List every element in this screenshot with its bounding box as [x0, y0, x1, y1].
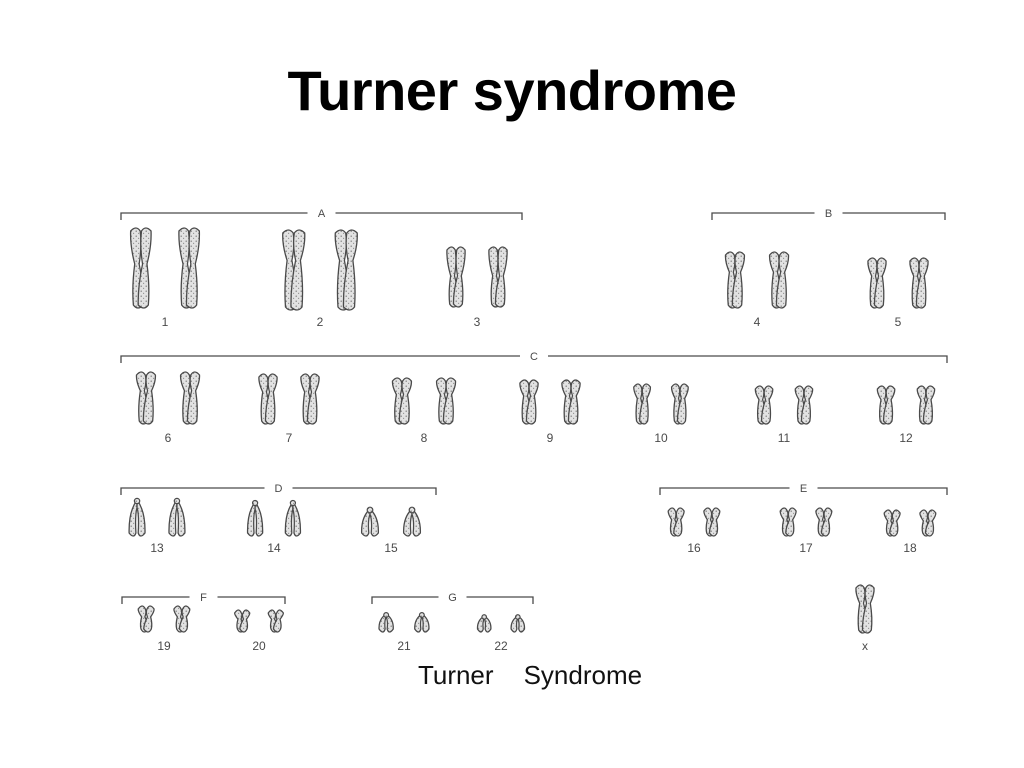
chromosome-label-5: 5 [895, 315, 902, 329]
chromosome-label-17: 17 [799, 541, 813, 555]
chromosome-2 [282, 229, 358, 311]
slide-title: Turner syndrome [287, 59, 737, 122]
chromosome-label-19: 19 [157, 639, 171, 653]
chromosome-label-12: 12 [899, 431, 913, 445]
chromosome-label-10: 10 [654, 431, 668, 445]
chromosome-label-21: 21 [397, 639, 411, 653]
chromosome-label-20: 20 [252, 639, 266, 653]
chromosome-label-4: 4 [754, 315, 761, 329]
chromosome-12 [876, 385, 936, 425]
chromosome-8 [391, 377, 457, 425]
chromosome-7 [258, 373, 320, 425]
group-label-e: E [800, 483, 807, 495]
chromosome-label-14: 14 [267, 541, 281, 555]
group-bracket-a: A [120, 208, 523, 220]
chromosome-label-2: 2 [317, 315, 324, 329]
chromosome-20 [234, 609, 284, 633]
chromosome-label-11: 11 [778, 431, 791, 445]
chromosome-4 [724, 251, 790, 309]
chromosome-16 [667, 507, 721, 537]
chromosome-10 [633, 383, 689, 425]
chromosome-label-18: 18 [903, 541, 917, 555]
chromosome-label-13: 13 [150, 541, 164, 555]
chromosome-label-3: 3 [474, 315, 481, 329]
chromosome-6 [135, 371, 201, 425]
chromosome-label-7: 7 [286, 431, 293, 445]
chromosome-22 [476, 614, 526, 633]
chromosome-label-9: 9 [547, 431, 554, 445]
group-label-g: G [448, 592, 457, 604]
chromosome-5 [867, 257, 929, 309]
group-label-f: F [200, 592, 207, 604]
chromosome-label-1: 1 [162, 315, 169, 329]
chromosome-15 [360, 506, 422, 537]
group-label-c: C [530, 351, 538, 363]
figure-caption: Turner Syndrome [360, 660, 700, 691]
caption-word-turner: Turner [417, 660, 494, 690]
chromosome-3 [446, 246, 508, 308]
chromosome-21 [378, 612, 430, 633]
chromosome-x [855, 584, 875, 634]
chromosome-label-x: x [862, 639, 868, 653]
chromosome-14 [246, 499, 302, 537]
group-bracket-f: F [121, 592, 286, 604]
group-label-d: D [275, 483, 283, 495]
chromosome-18 [883, 509, 937, 537]
group-label-a: A [318, 208, 326, 220]
group-bracket-e: E [659, 483, 948, 495]
group-bracket-d: D [120, 483, 437, 495]
chromosome-17 [779, 507, 833, 537]
group-bracket-b: B [711, 208, 946, 220]
chromosome-label-16: 16 [687, 541, 701, 555]
chromosome-label-6: 6 [165, 431, 172, 445]
chromosome-label-22: 22 [494, 639, 508, 653]
chromosome-1 [129, 227, 201, 309]
group-label-b: B [825, 208, 832, 220]
chromosome-11 [754, 385, 814, 425]
group-bracket-c: C [120, 351, 948, 363]
group-bracket-g: G [371, 592, 534, 604]
caption-word-syndrome: Syndrome [523, 660, 643, 690]
chromosome-label-15: 15 [384, 541, 398, 555]
chromosome-13 [128, 497, 186, 537]
chromosome-label-8: 8 [421, 431, 428, 445]
chromosome-19 [137, 605, 191, 633]
chromosome-9 [519, 379, 581, 425]
